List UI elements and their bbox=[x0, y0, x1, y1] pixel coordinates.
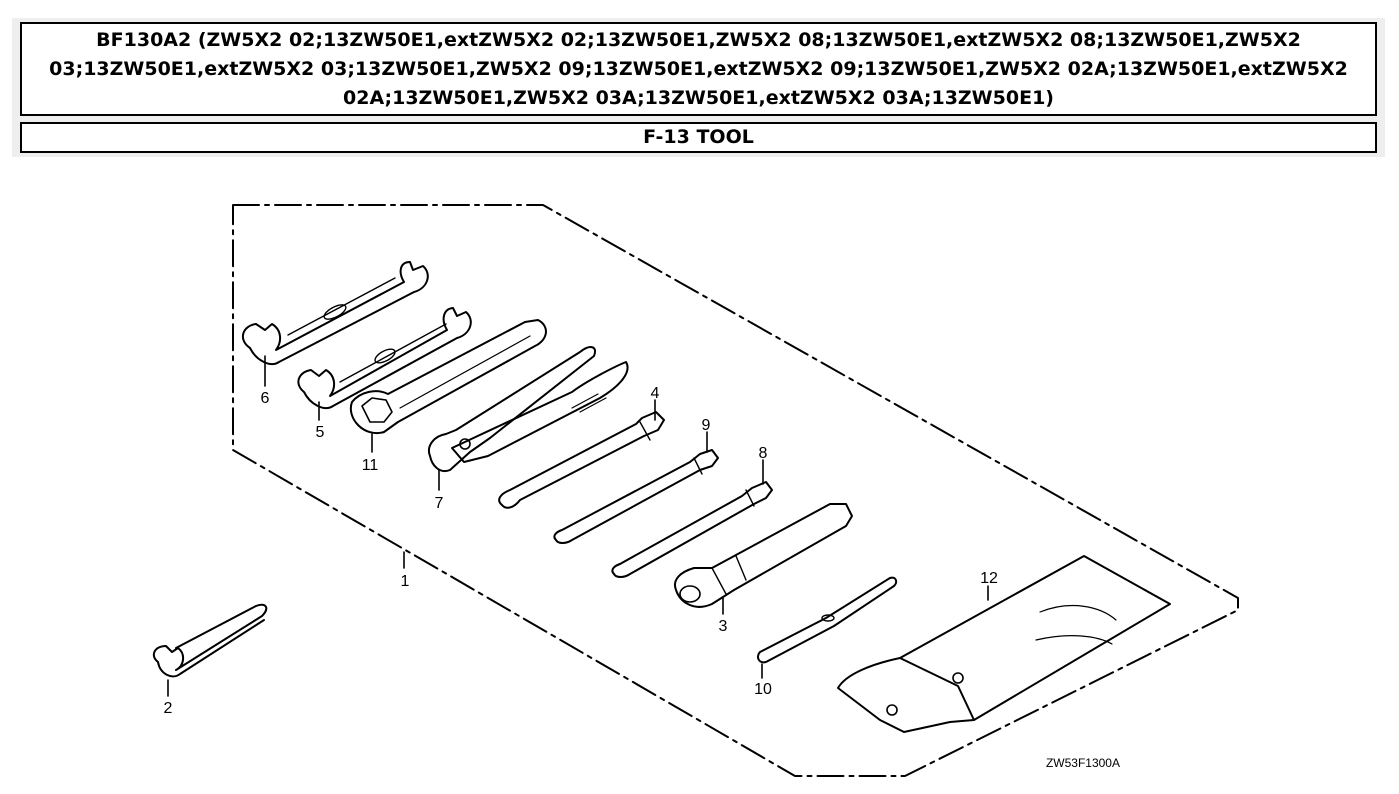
callout-12: 12 bbox=[980, 570, 998, 587]
part-4-screwdriver bbox=[498, 411, 665, 509]
part-10-blade bbox=[757, 576, 898, 664]
part-11-box-wrench bbox=[349, 319, 547, 435]
part-3-socket-wrench bbox=[674, 503, 853, 608]
callout-2: 2 bbox=[164, 700, 173, 717]
part-2-wrench bbox=[152, 603, 268, 678]
part-12-tool-bag bbox=[837, 555, 1171, 733]
callout-3: 3 bbox=[719, 618, 728, 635]
callout-6: 6 bbox=[261, 390, 270, 407]
page-title: BF130A2 (ZW5X2 02;13ZW50E1,extZW5X2 02;1… bbox=[20, 22, 1377, 116]
header: BF130A2 (ZW5X2 02;13ZW50E1,extZW5X2 02;1… bbox=[12, 18, 1385, 157]
callout-7: 7 bbox=[435, 495, 444, 512]
part-7-pliers bbox=[428, 346, 629, 472]
tool-set-boundary bbox=[232, 204, 1239, 777]
callout-11: 11 bbox=[362, 457, 379, 474]
callout-9: 9 bbox=[702, 417, 711, 434]
part-5-wrench bbox=[297, 307, 472, 410]
callout-4: 4 bbox=[651, 385, 660, 402]
callout-10: 10 bbox=[754, 681, 772, 698]
tool-kit-diagram: 6 5 11 7 4 9 8 1 3 10 12 2 ZW53F1300A bbox=[152, 204, 1239, 777]
leader-lines bbox=[167, 355, 989, 697]
part-8-screwdriver bbox=[611, 481, 773, 578]
callout-5: 5 bbox=[316, 424, 325, 441]
diagram-code: ZW53F1300A bbox=[1046, 756, 1120, 770]
section-title: F-13 TOOL bbox=[20, 122, 1377, 153]
part-6-wrench bbox=[241, 261, 429, 366]
callout-1: 1 bbox=[401, 573, 410, 590]
part-9-screwdriver bbox=[553, 449, 719, 544]
callout-8: 8 bbox=[759, 445, 768, 462]
